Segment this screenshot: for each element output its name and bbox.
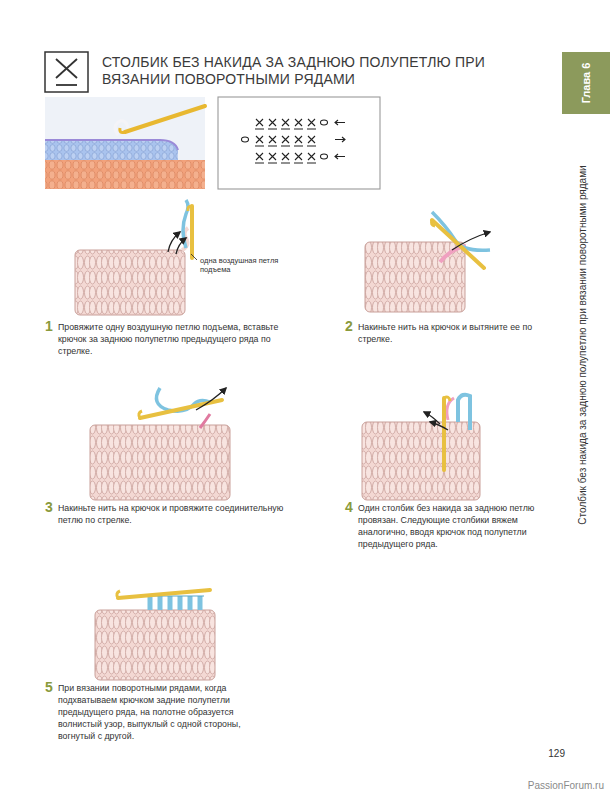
side-running-head: Столбик без накида за заднюю полупетлю п…: [577, 165, 589, 524]
stitch-symbol: [45, 52, 88, 92]
step-number: 4: [345, 499, 353, 516]
step-number: 2: [345, 318, 353, 335]
step-text: Один столбик без накида за заднюю петлю …: [358, 503, 558, 551]
step-text: При вязании поворотными рядами, когда по…: [58, 683, 273, 742]
page-number: 129: [525, 748, 565, 760]
step-number: 3: [45, 499, 53, 516]
step-text: Накиньте нить на крючок и вытяните ее по…: [358, 322, 558, 346]
step-number: 5: [45, 679, 53, 696]
chapter-tab: Глава 6: [562, 52, 610, 114]
chapter-label: Глава 6: [580, 63, 592, 104]
stitch-chart: [218, 97, 380, 189]
step-number: 1: [45, 318, 53, 335]
step-illustration: [90, 388, 230, 500]
step-illustration: [362, 395, 480, 500]
page-title: СТОЛБИК БЕЗ НАКИДА ЗА ЗАДНЮЮ ПОЛУПЕТЛЮ П…: [102, 54, 542, 88]
watermark: PassionForum.ru: [480, 780, 604, 792]
photo: [45, 97, 205, 189]
step-illustration: [95, 590, 215, 680]
step-text: Накиньте нить на крючок и провяжите соед…: [58, 503, 303, 527]
step-illustration: [75, 200, 197, 315]
step-text: Провяжите одну воздушную петлю подъема, …: [58, 322, 303, 358]
callout-label: одна воздушная петля подъема: [200, 256, 280, 274]
step-illustration: [365, 212, 490, 312]
